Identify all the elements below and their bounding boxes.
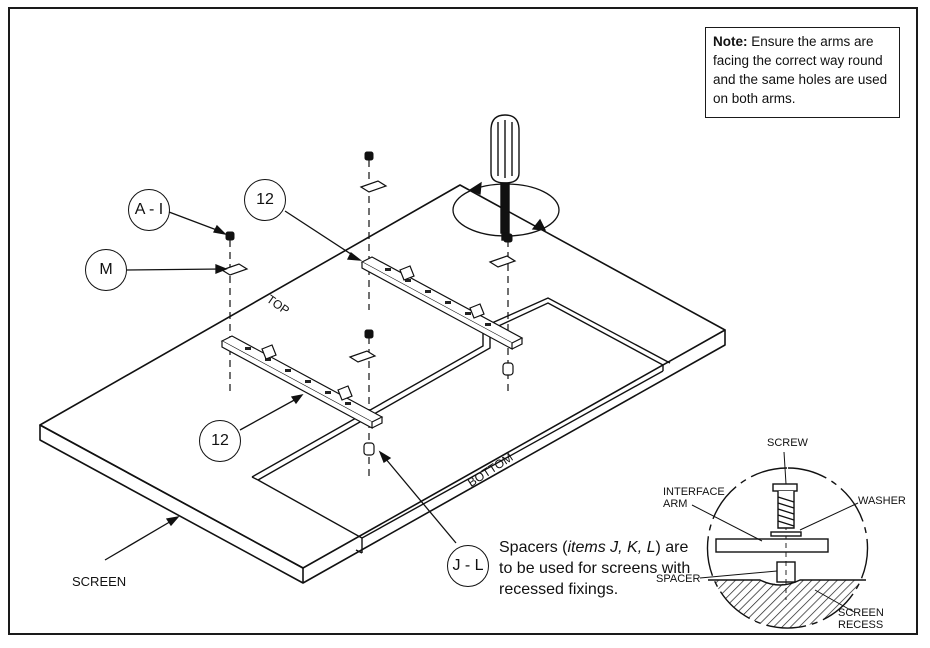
detail-outline [706,467,869,629]
interface-arm-bottom [220,335,384,430]
callout-arm-top: 12 [244,179,286,221]
callout-j-l-label: J - L [452,557,484,574]
callout-m: M [85,249,127,291]
callout-a-i: A - I [128,189,170,231]
detail-label-recess: RECESS [838,619,884,631]
screen-top-face [39,184,726,569]
screen-panel [39,184,726,584]
callout-a-i-label: A - I [134,201,164,218]
spacer-note: Spacers (items J, K, L) are to be used f… [499,537,699,600]
callout-j-l: J - L [447,545,489,587]
detail-label-spacer: SPACER [656,573,701,585]
detail-label-screw: SCREW [767,437,808,449]
interface-arm-top [360,256,524,351]
spacer-note-suffix: ) are to be used for screens with recess… [499,539,691,598]
callout-arm-top-label: 12 [256,191,274,208]
spacers [363,362,514,456]
label-screen: SCREEN [72,574,127,589]
note-text: Ensure the arms are facing the correct w… [713,34,888,106]
callout-m-label: M [99,261,113,278]
screwdriver [490,114,520,241]
detail-label-arm: ARM [663,498,688,510]
washers [220,180,517,363]
note-box: Note: Ensure the arms are facing the cor… [705,27,900,118]
detail-label-interface: INTERFACE [663,486,725,498]
spacer-note-items: items J, K, L [567,539,656,556]
callout-arm-bottom: 12 [199,420,241,462]
detail-label-screen: SCREEN [838,607,884,619]
callout-arm-bottom-label: 12 [211,432,229,449]
leader-lines [104,210,457,561]
note-title: Note: [713,34,748,49]
detail-label-washer: WASHER [858,495,906,507]
spacer-note-prefix: Spacers ( [499,539,568,556]
screws [225,151,513,339]
detail-leaders [691,451,859,613]
